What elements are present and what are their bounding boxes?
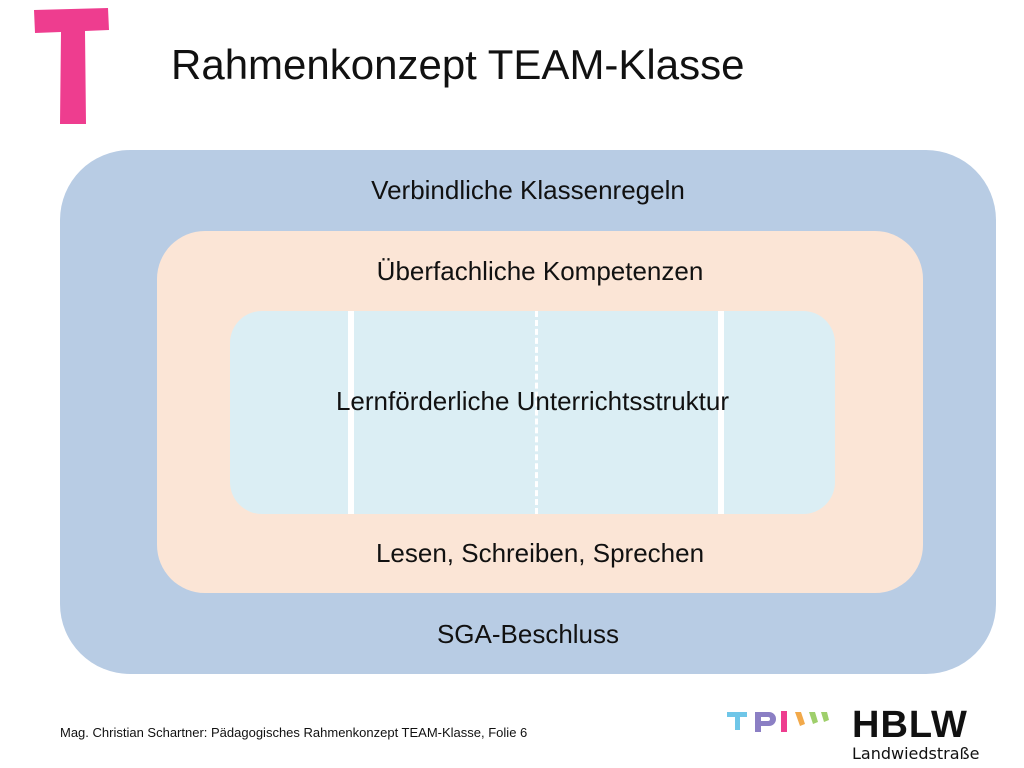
inner-divider-dashed <box>535 311 538 514</box>
outer-bottom-label: SGA-Beschluss <box>436 619 620 649</box>
ptw-logo-icon <box>727 711 829 732</box>
middle-top-label: Überfachliche Kompetenzen <box>376 256 704 286</box>
middle-bottom-label: Lesen, Schreiben, Sprechen <box>375 538 705 568</box>
slide-footer: Mag. Christian Schartner: Pädagogisches … <box>60 725 528 740</box>
inner-label: Lernförderliche Unterrichtsstruktur <box>335 386 730 416</box>
inner-divider-solid-left <box>348 311 354 514</box>
school-name: Landwiedstraße <box>852 744 980 763</box>
inner-frame-box: Lernförderliche Unterrichtsstruktur <box>230 311 835 514</box>
t-logo-icon <box>34 8 109 124</box>
slide-title: Rahmenkonzept TEAM-Klasse <box>171 41 745 88</box>
hblw-logo: HBLW <box>852 704 968 746</box>
outer-top-label: Verbindliche Klassenregeln <box>371 175 685 205</box>
inner-divider-solid-right <box>718 311 724 514</box>
